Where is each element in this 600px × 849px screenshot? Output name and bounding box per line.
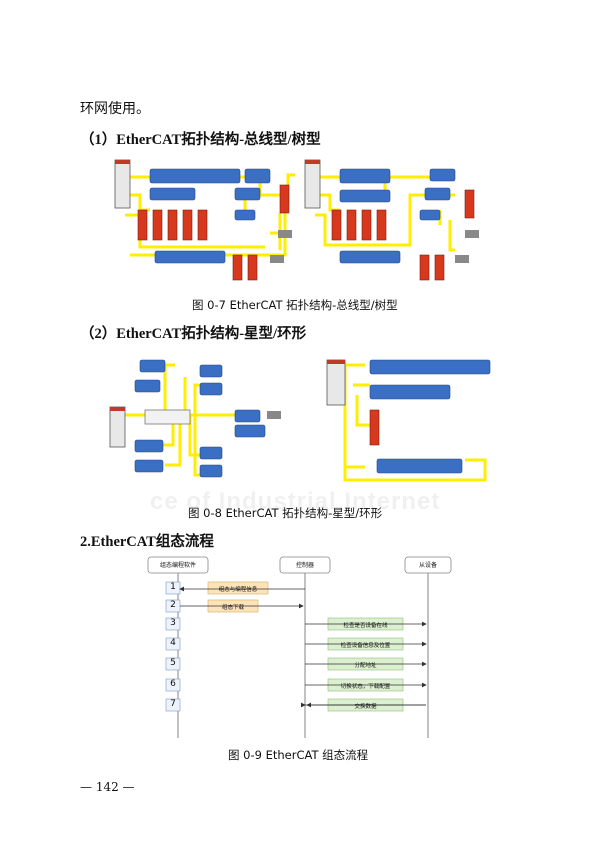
controller-unit-left — [114, 159, 131, 209]
config-flow-diagram: 组态编程软件 控制器 从设备 1 2 3 4 5 6 7 组态与编程信息 组态下… — [140, 553, 460, 743]
figure-7-caption: 图 0-7 EtherCAT 拓扑结构-总线型/树型 — [192, 298, 398, 312]
step-number: 3 — [170, 618, 176, 628]
step-number: 6 — [170, 679, 176, 689]
watermark: ce of Industrial Internet — [150, 488, 441, 515]
step-number: 2 — [170, 600, 176, 610]
star-io-modules — [134, 359, 266, 478]
intro-text: 环网使用。 — [80, 101, 150, 117]
message-label: 检查设备信息及位置 — [340, 643, 391, 649]
step-number: 4 — [170, 638, 176, 648]
ring-controller — [326, 359, 346, 406]
message-label: 切换状态，下载配置 — [340, 684, 391, 690]
io-module-rows — [149, 168, 456, 264]
section-heading-bus-tree: （1）EtherCAT拓扑结构-总线型/树型 — [80, 132, 321, 148]
lane-slave: 从设备 — [418, 562, 437, 569]
section-heading-config-flow: 2.EtherCAT组态流程 — [80, 534, 214, 550]
star-motor — [267, 411, 281, 419]
motors — [270, 230, 479, 263]
figure-star-ring-topology — [109, 359, 491, 482]
message-label: 组态下载 — [221, 605, 244, 611]
message-label: 交换数据 — [354, 704, 377, 710]
lane-software: 组态编程软件 — [159, 562, 196, 569]
step-number: 5 — [170, 658, 176, 668]
step-number: 7 — [170, 699, 176, 709]
ring-drive — [369, 409, 380, 446]
star-hub — [144, 409, 191, 425]
lane-controller: 控制器 — [295, 562, 314, 569]
star-controller — [109, 406, 126, 448]
message-label: 组态与编程信息 — [218, 587, 258, 593]
section-heading-star-ring: （2）EtherCAT拓扑结构-星型/环形 — [80, 326, 307, 342]
figure-9-caption: 图 0-9 EtherCAT 组态流程 — [228, 748, 369, 762]
page-number: — 142 — — [80, 780, 135, 794]
message-label: 检查是否设备在线 — [343, 623, 388, 629]
figure-bus-tree-topology — [114, 159, 479, 281]
message-label: 分配地址 — [354, 663, 377, 669]
controller-unit-right — [304, 159, 321, 209]
ring-io-modules — [369, 359, 491, 474]
figure-8-caption: 图 0-8 EtherCAT 拓扑结构-星型/环形 — [188, 506, 383, 520]
step-number: 1 — [170, 582, 176, 592]
servo-drives — [137, 184, 475, 281]
